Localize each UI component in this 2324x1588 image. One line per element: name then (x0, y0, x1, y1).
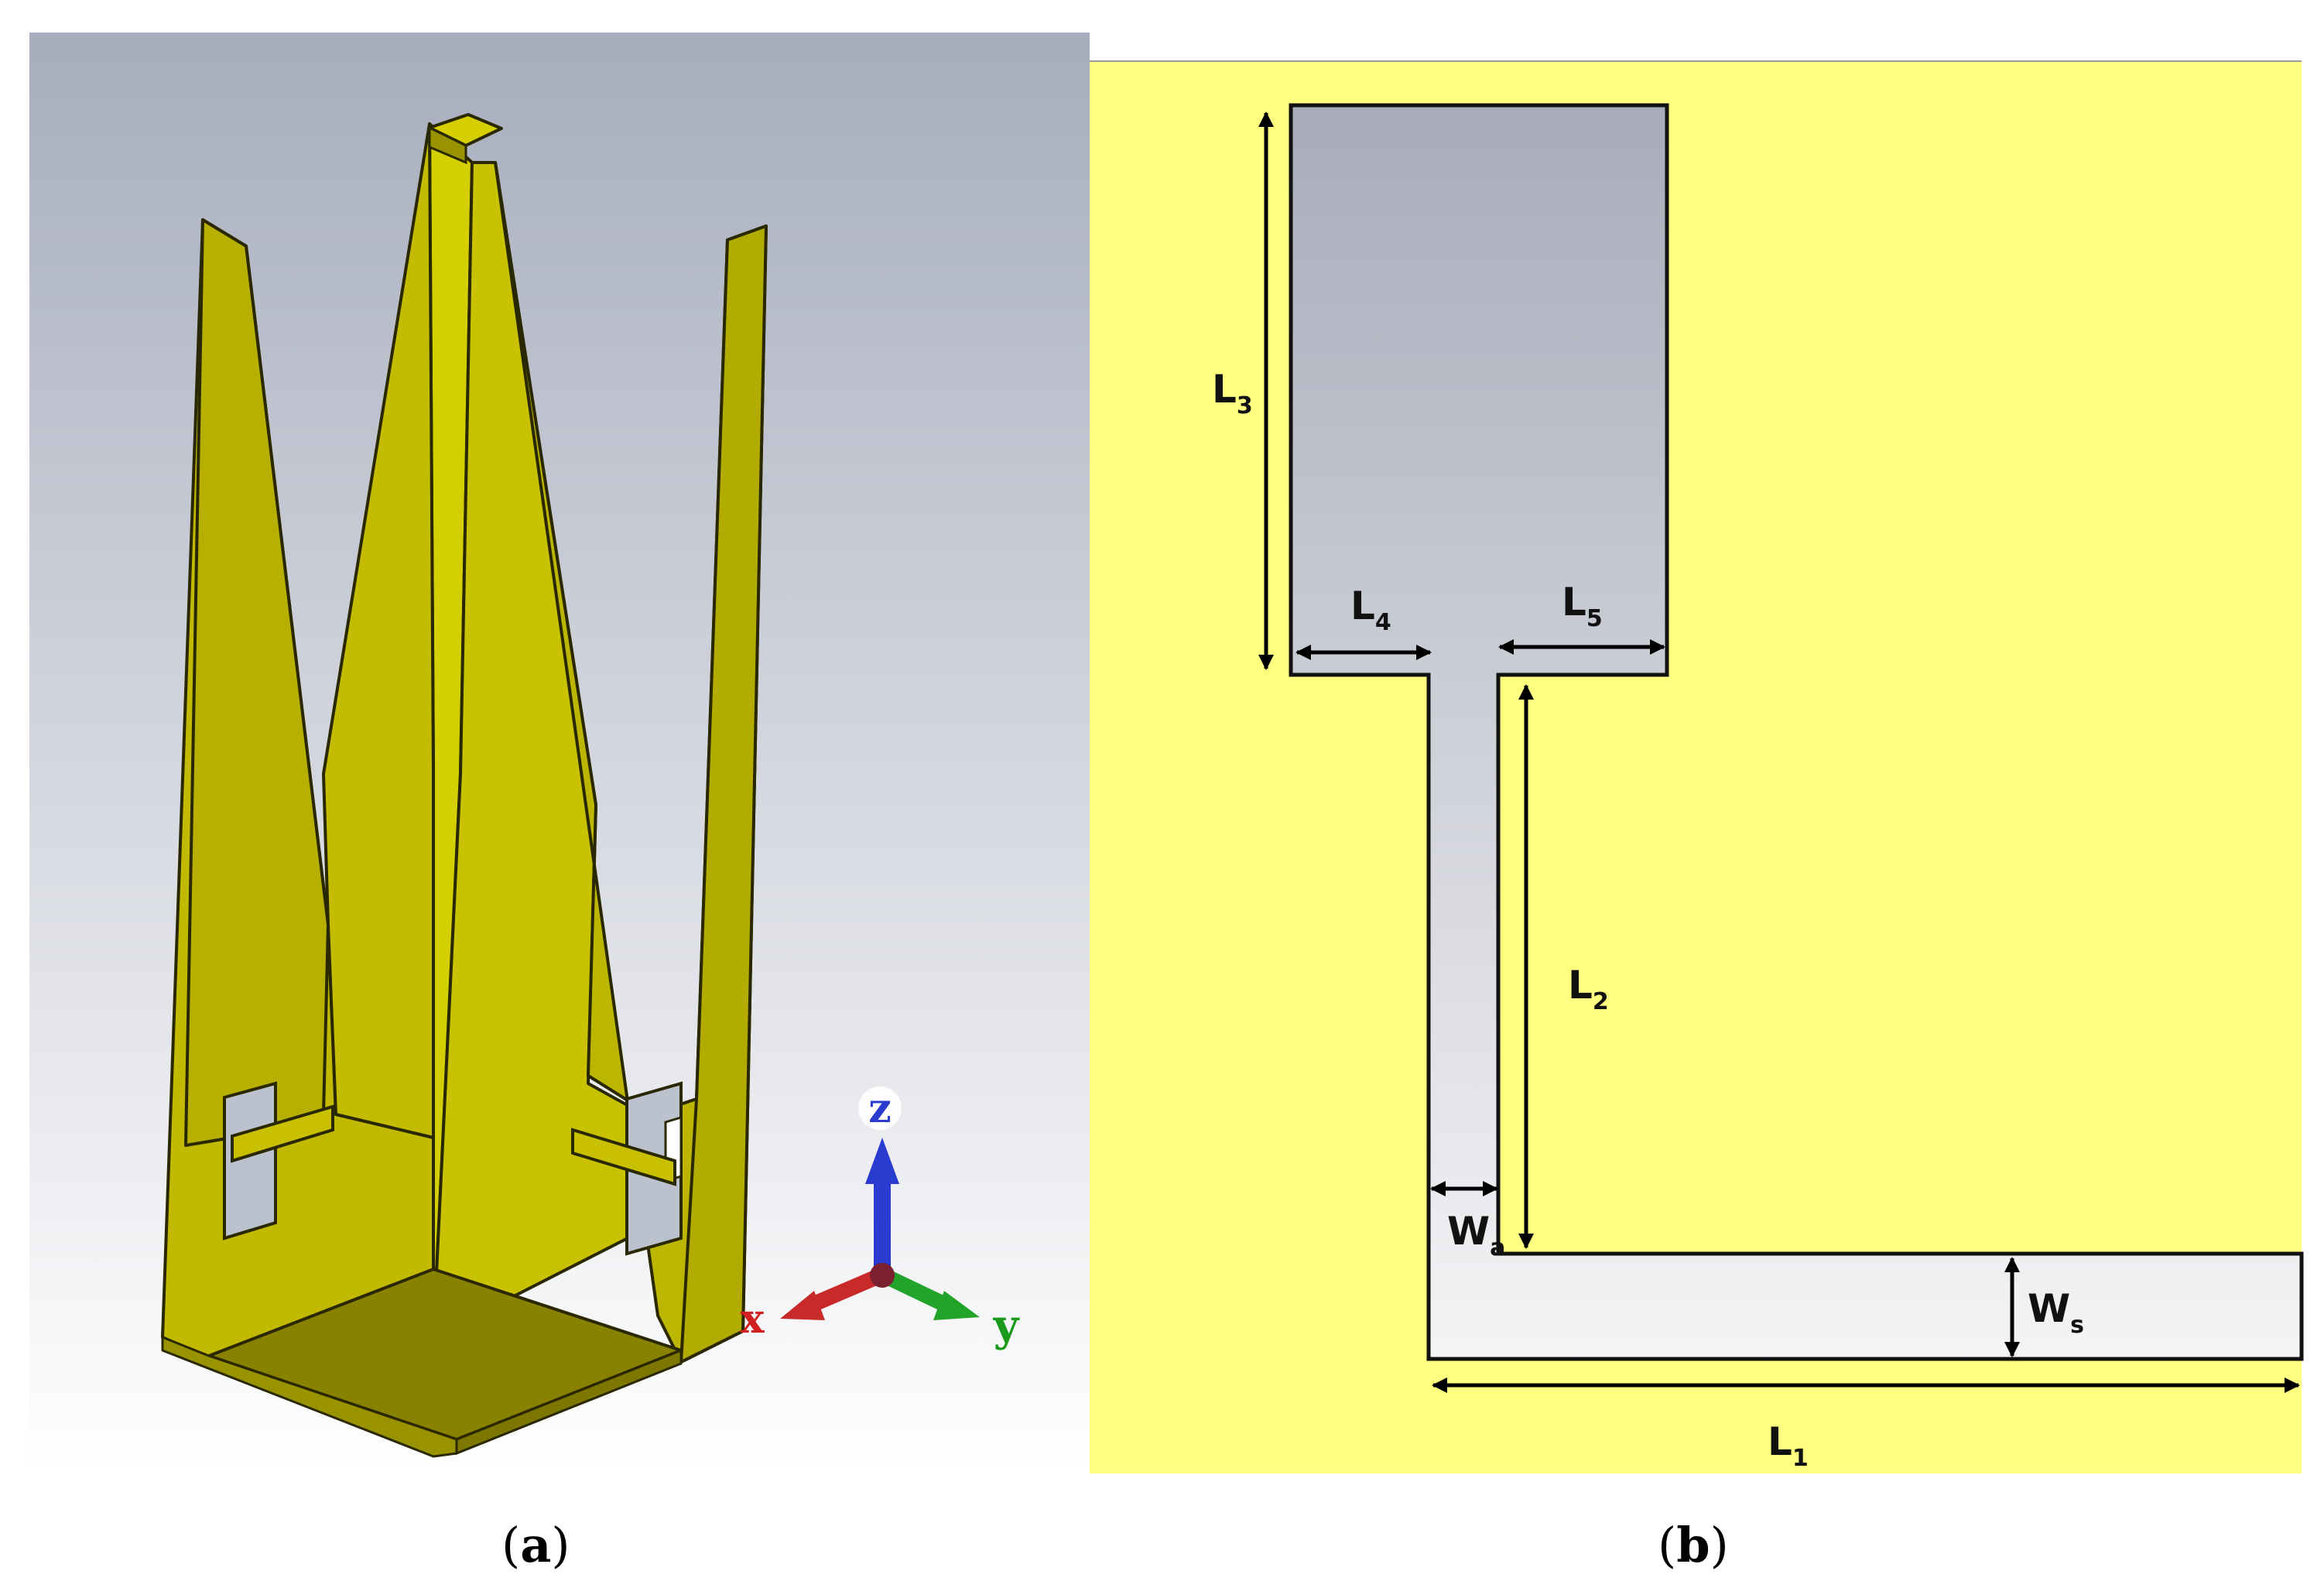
antenna-right-notch (571, 1081, 683, 1256)
x-axis-label: x (740, 1295, 765, 1343)
x-axis-arrow (780, 1291, 825, 1320)
dim-ws-label: Ws (2028, 1286, 2084, 1339)
caption-b: (b) (1658, 1517, 1729, 1573)
panel-b-layout: L3 L4 L5 L2 Wa Ws L1 (1090, 60, 2304, 1473)
z-axis-label-bg (858, 1087, 902, 1130)
dim-l1-label: L1 (1768, 1419, 1809, 1472)
axis-origin (870, 1263, 895, 1288)
y-axis-arrow (933, 1291, 980, 1320)
dim-wa-label: Wa (1447, 1209, 1505, 1261)
slot-cutout (1289, 103, 2304, 1361)
dim-l2-label: L2 (1568, 963, 1609, 1015)
panel-a-3d-view: z x y (29, 33, 1090, 1473)
dim-l4-label: L4 (1350, 584, 1391, 636)
antenna-left-notch (223, 1081, 334, 1241)
y-axis-label: y (993, 1300, 1020, 1351)
axis-triad: z x y (740, 1085, 1019, 1351)
dim-l3-label: L3 (1212, 367, 1253, 419)
z-axis-label: z (868, 1085, 892, 1132)
caption-a: (a) (501, 1517, 570, 1573)
z-axis-arrow (865, 1138, 899, 1184)
antenna-right-wall (679, 224, 768, 1364)
dim-l5-label: L5 (1562, 580, 1603, 632)
antenna-top-cap-side (428, 125, 467, 165)
antenna-base-plate-edge-right (455, 1348, 683, 1456)
